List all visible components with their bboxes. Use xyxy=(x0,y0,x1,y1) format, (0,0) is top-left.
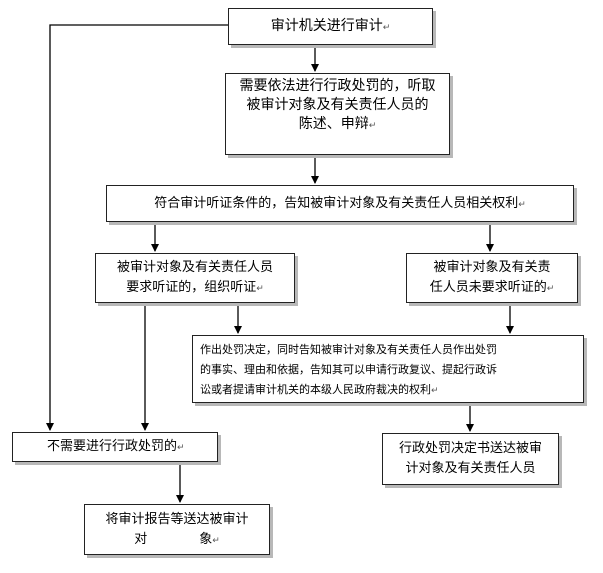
paragraph-mark: ↵ xyxy=(431,386,439,396)
node-norequest-line1: 被审计对象及有关责 xyxy=(433,260,551,275)
node-hearing-line2: 被审计对象及有关责任人员的 xyxy=(246,97,429,113)
node-deliver-decision: 行政处罚决定书送达被审 计对象及有关责任人员 xyxy=(382,433,559,485)
node-report-line1: 将审计报告等送达被审计 xyxy=(105,512,249,527)
node-request-line1: 被审计对象及有关责任人员 xyxy=(116,260,273,275)
node-hearing-step: 需要依法进行行政处罚的，听取 被审计对象及有关责任人员的 陈述、申辩↵ xyxy=(225,73,450,155)
node-notify-text: 符合审计听证条件的，告知被审计对象及有关责任人员相关权利 xyxy=(154,196,519,211)
paragraph-mark: ↵ xyxy=(368,121,377,131)
node-hearing-line1: 需要依法进行行政处罚的，听取 xyxy=(239,78,436,94)
node-start-text: 审计机关进行审计 xyxy=(270,18,383,34)
node-decision-line2: 的事实、理由和依据，告知其可以申请行政复议、提起行政诉 xyxy=(200,363,497,376)
node-hearing-line3: 陈述、申辩 xyxy=(298,116,369,132)
paragraph-mark: ↵ xyxy=(177,443,185,453)
paragraph-mark: ↵ xyxy=(256,284,264,294)
node-report-line2: 对 象 xyxy=(134,532,213,547)
node-deliver-line1: 行政处罚决定书送达被审 xyxy=(398,441,542,456)
node-no-penalty: 不需要进行行政处罚的↵ xyxy=(12,432,218,462)
node-deliver-line2: 计对象及有关责任人员 xyxy=(405,461,536,476)
paragraph-mark: ↵ xyxy=(212,536,220,546)
node-norequest-line2: 任人员未要求听证的 xyxy=(429,280,547,295)
node-no-request: 被审计对象及有关责 任人员未要求听证的↵ xyxy=(406,253,578,303)
paragraph-mark: ↵ xyxy=(546,284,555,294)
node-request-line2: 要求听证的，组织听证 xyxy=(126,280,257,295)
node-start: 审计机关进行审计↵ xyxy=(228,8,433,45)
node-decision-line1: 作出处罚决定，同时告知被审计对象及有关责任人员作出处罚 xyxy=(200,343,497,356)
paragraph-mark: ↵ xyxy=(382,23,391,33)
node-request-hearing: 被审计对象及有关责任人员 要求听证的，组织听证↵ xyxy=(95,253,295,303)
node-deliver-report: 将审计报告等送达被审计 对 象↵ xyxy=(84,504,270,555)
node-nopenalty-text: 不需要进行行政处罚的 xyxy=(47,439,178,454)
node-notify-rights: 符合审计听证条件的，告知被审计对象及有关责任人员相关权利↵ xyxy=(106,185,574,222)
paragraph-mark: ↵ xyxy=(518,200,526,210)
arrow-start-to-nopenalty xyxy=(46,24,228,431)
node-penalty-decision: 作出处罚决定，同时告知被审计对象及有关责任人员作出处罚 的事实、理由和依据，告知… xyxy=(192,335,584,403)
node-decision-line3: 讼或者提请审计机关的本级人民政府裁决的权利 xyxy=(200,383,431,396)
